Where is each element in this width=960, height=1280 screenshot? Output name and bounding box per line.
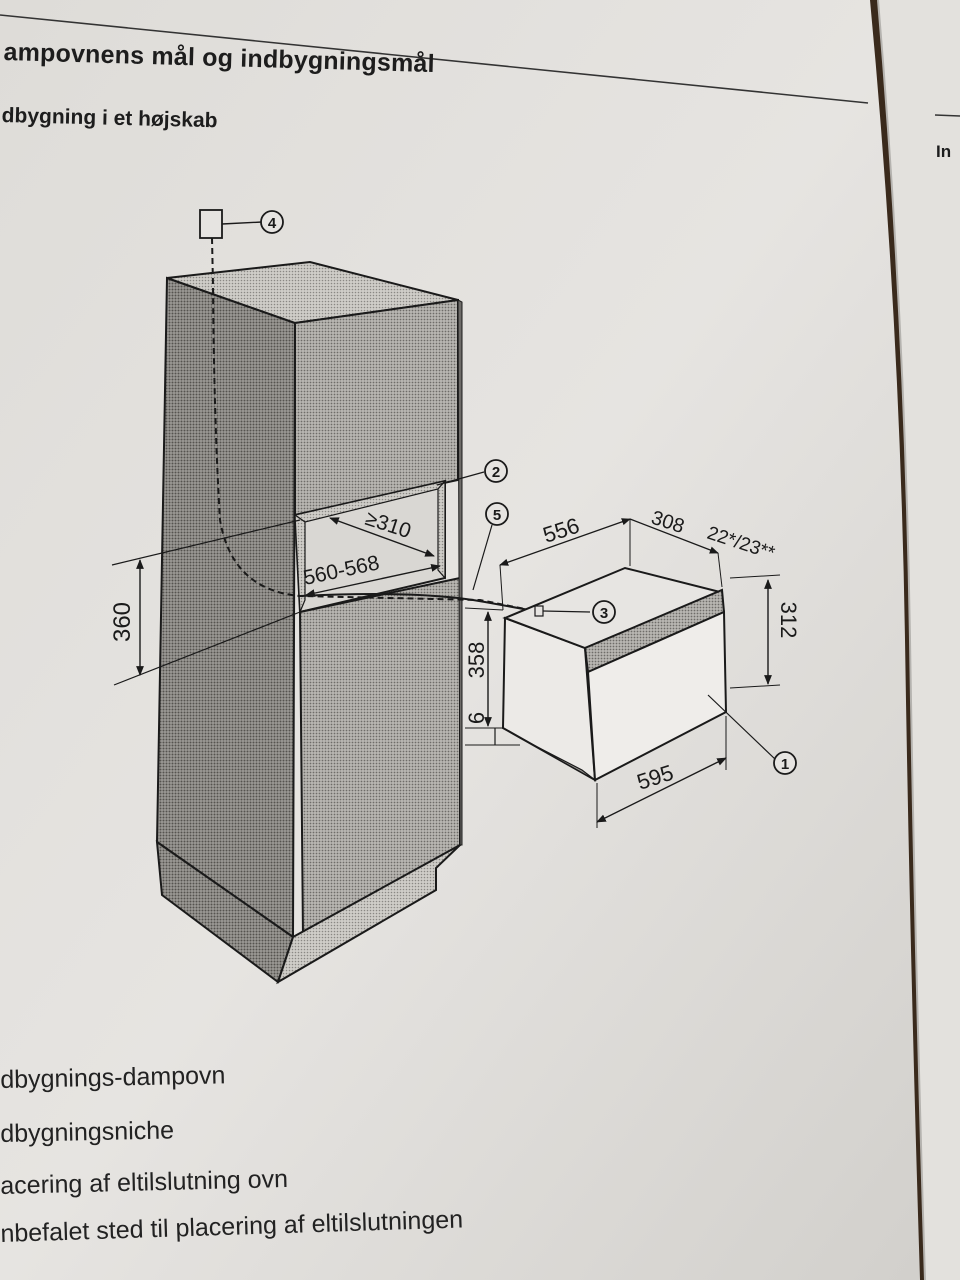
dim-oven-height: 312 [776,602,801,639]
callout-2: 2 [484,459,508,483]
svg-text:1: 1 [781,756,789,773]
dim-height-360: 360 [109,602,136,642]
junction-box [199,209,223,239]
svg-text:4: 4 [268,215,277,232]
next-page-edge [878,0,960,1280]
svg-text:5: 5 [493,507,501,524]
dim-niche-height: 358 [464,642,489,679]
legend-item-1: dbygnings-dampovn [0,1061,226,1094]
callout-4: 4 [260,210,284,234]
callout-5: 5 [485,502,509,526]
callout-3: 3 [592,600,616,624]
svg-text:3: 3 [600,605,608,622]
power-cable-route [211,237,541,613]
oven-socket [534,605,544,617]
next-page-heading: In [936,142,952,161]
dim-base-gap: 6 [464,712,489,724]
cabinet-left-side [155,276,297,939]
cabinet-upper-door [294,298,459,517]
callout-1: 1 [773,751,797,775]
legend-item-2: dbygningsniche [0,1116,175,1148]
svg-text:2: 2 [492,464,500,481]
